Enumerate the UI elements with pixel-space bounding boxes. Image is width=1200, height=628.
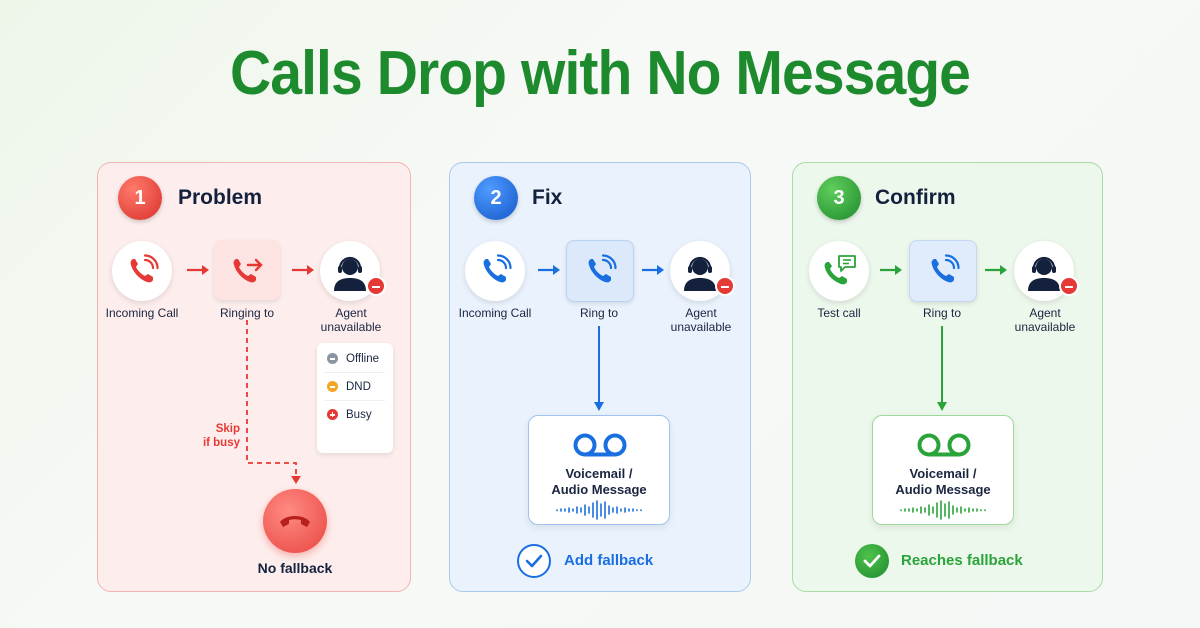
busy-icon (327, 409, 338, 420)
step-3-badge: 3 (817, 176, 861, 220)
unavailable-icon (715, 276, 735, 296)
check-circle-icon (517, 544, 551, 578)
phone-ringing-icon (588, 254, 617, 283)
waveform-icon (556, 500, 642, 520)
skip-path (246, 320, 301, 484)
arrow-icon (985, 265, 1007, 275)
down-arrow-icon (594, 326, 604, 411)
arrow-icon (187, 265, 209, 275)
dnd-icon (327, 381, 338, 392)
hangup-icon (280, 516, 310, 527)
ringing-label: Ringing to (219, 306, 275, 320)
ringing-node (214, 240, 280, 300)
test-call-label: Test call (817, 306, 861, 320)
add-fallback-label: Add fallback (564, 552, 654, 569)
check-circle-icon (855, 544, 889, 578)
arrow-icon (880, 265, 902, 275)
skip-label: Skip if busy (202, 423, 240, 449)
arrow-icon (292, 265, 314, 275)
status-busy: Busy (317, 401, 393, 428)
agent-label: Agent unavailable (670, 306, 732, 334)
phone-ringing-icon (130, 254, 159, 283)
ringing-node (909, 240, 977, 302)
page-title: Calls Drop with No Message (230, 39, 971, 108)
status-offline: Offline (317, 345, 393, 372)
fix-title: Fix (532, 186, 563, 209)
voicemail-label: Voicemail / (909, 466, 977, 481)
reaches-fallback-label: Reaches fallback (901, 552, 1023, 569)
step-2-badge: 2 (474, 176, 518, 220)
ringing-label: Ring to (922, 306, 962, 320)
status-list: Offline DND Busy (317, 343, 393, 453)
phone-ringing-icon (931, 254, 960, 283)
agent-label: Agent unavailable (320, 306, 382, 334)
incoming-call-node (465, 241, 525, 301)
agent-headset-icon (334, 256, 366, 291)
step-1-badge: 1 (118, 176, 162, 220)
arrow-icon (642, 265, 664, 275)
audio-message-label: Audio Message (551, 482, 647, 497)
voicemail-icon (573, 433, 627, 457)
waveform-icon (900, 500, 986, 520)
ringing-node (566, 240, 634, 302)
ringing-label: Ring to (579, 306, 619, 320)
incoming-call-node (112, 241, 172, 301)
voicemail-label: Voicemail / (565, 466, 633, 481)
unavailable-icon (1059, 276, 1079, 296)
unavailable-icon (366, 276, 386, 296)
voicemail-box: Voicemail / Audio Message (528, 415, 670, 525)
incoming-call-label: Incoming Call (105, 306, 179, 320)
voicemail-box: Voicemail / Audio Message (872, 415, 1014, 525)
voicemail-icon (917, 433, 971, 457)
confirm-title: Confirm (875, 186, 956, 209)
agent-headset-icon (1028, 256, 1060, 291)
problem-title: Problem (178, 186, 263, 209)
incoming-call-label: Incoming Call (458, 306, 532, 320)
phone-message-icon (824, 255, 856, 285)
no-fallback-label: No fallback (257, 560, 333, 576)
down-arrow-icon (937, 326, 947, 411)
phone-forward-icon (233, 258, 263, 283)
phone-ringing-icon (483, 254, 512, 283)
audio-message-label: Audio Message (895, 482, 991, 497)
hangup-node (263, 489, 327, 553)
arrow-icon (538, 265, 560, 275)
agent-label: Agent unavailable (1014, 306, 1076, 334)
agent-headset-icon (684, 256, 716, 291)
status-dnd: DND (317, 373, 393, 400)
test-call-node (809, 241, 869, 301)
offline-icon (327, 353, 338, 364)
